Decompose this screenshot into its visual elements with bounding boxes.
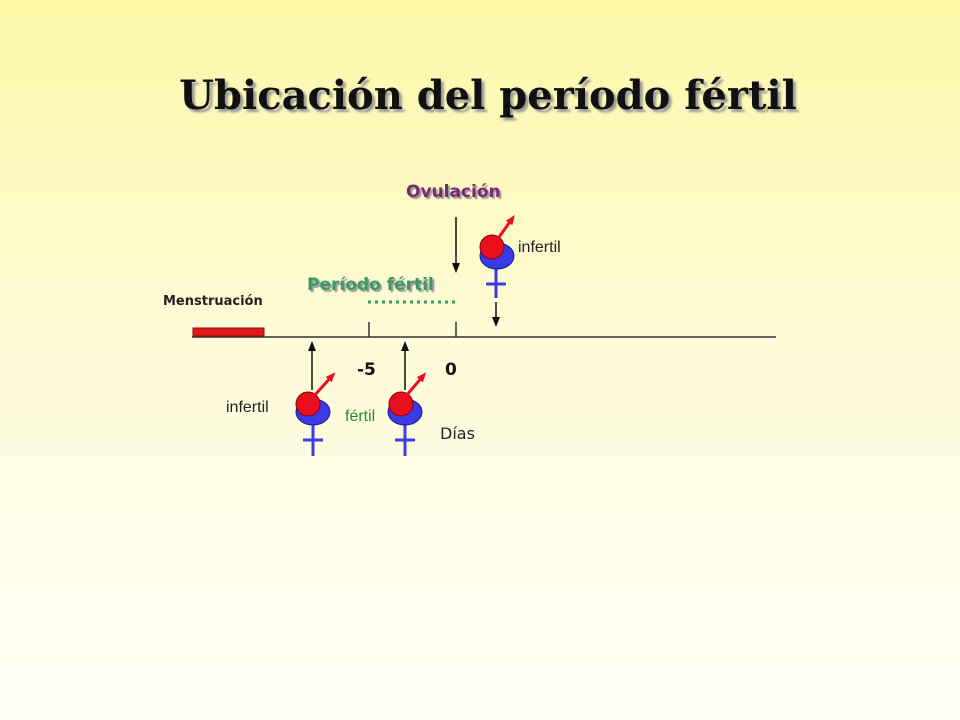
egg-icon-left (295, 372, 336, 456)
menstruation-bar (192, 327, 265, 337)
egg-label-fertile: fértil (345, 408, 376, 425)
menstruation-label: Menstruación (163, 294, 263, 309)
days-axis-label: Días (440, 424, 475, 443)
egg-icon-fertile (387, 372, 427, 456)
egg-icon-top (479, 214, 515, 298)
tick-label-0: 0 (445, 360, 457, 380)
ovulation-label: Ovulación (406, 182, 501, 202)
tick-label-minus5: -5 (357, 360, 376, 380)
egg-label-infertile-top: infertil (518, 239, 561, 256)
page-title: Ubicación del período fértil (179, 72, 797, 119)
egg-label-infertile-left: infertil (226, 399, 269, 416)
fertile-period-label: Período fértil (307, 275, 434, 295)
